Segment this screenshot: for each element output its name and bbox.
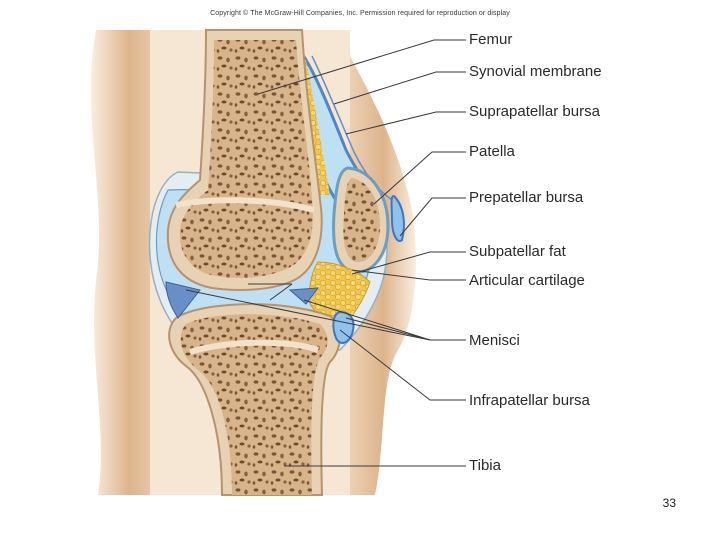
label-patella: Patella (469, 143, 515, 161)
label-articular-cartilage: Articular cartilage (469, 272, 585, 290)
label-menisci: Menisci (469, 332, 520, 350)
label-tibia: Tibia (469, 457, 501, 475)
page-number: 33 (663, 496, 676, 510)
label-synovial-membrane: Synovial membrane (469, 63, 602, 81)
label-femur: Femur (469, 31, 512, 49)
label-subpatellar-fat: Subpatellar fat (469, 243, 566, 261)
label-prepatellar-bursa: Prepatellar bursa (469, 189, 583, 207)
label-infrapatellar-bursa: Infrapatellar bursa (469, 392, 590, 410)
label-suprapatellar-bursa: Suprapatellar bursa (469, 103, 600, 121)
